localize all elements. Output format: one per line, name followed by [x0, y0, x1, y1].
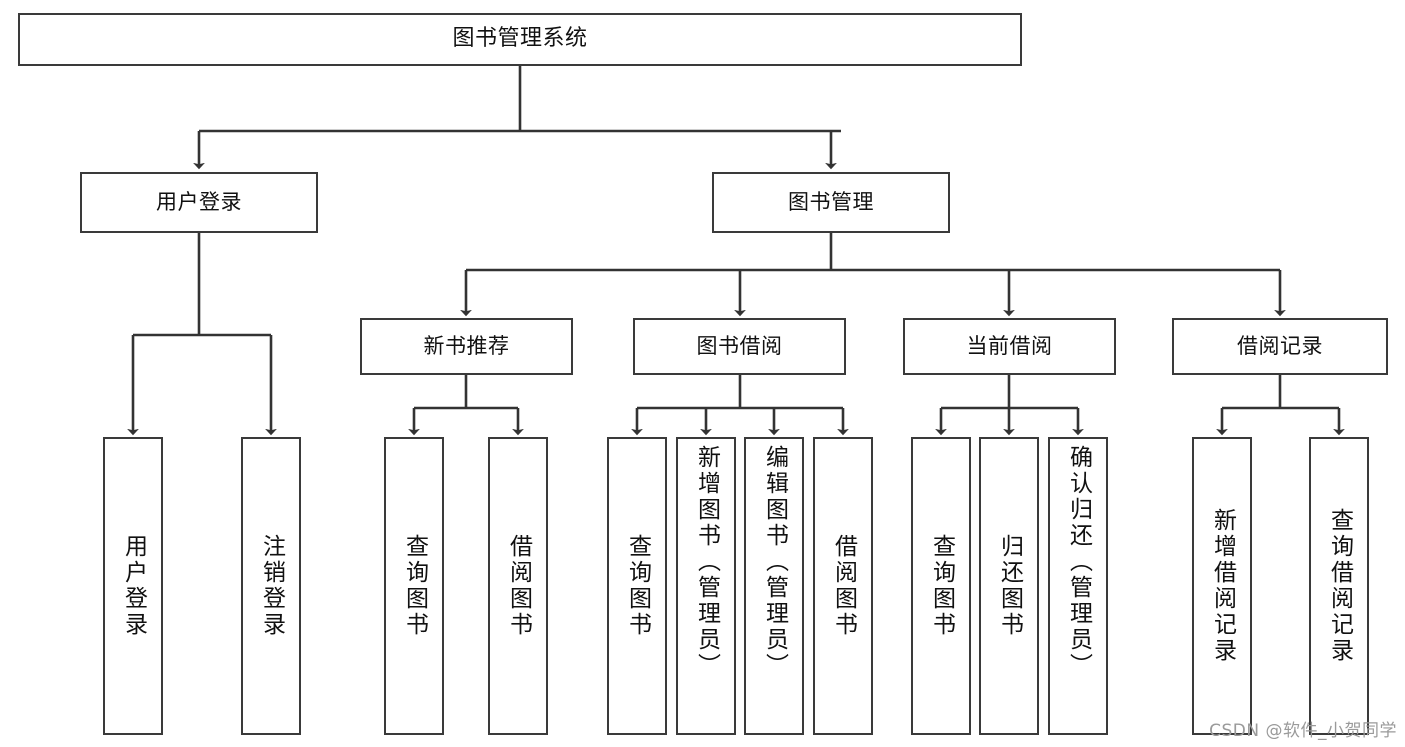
node-book-management[interactable]: 图书管理	[712, 172, 950, 233]
node-label: 图书借阅	[696, 333, 783, 358]
node-label: 注销登录	[258, 534, 285, 638]
node-label: 新书推荐	[423, 333, 510, 358]
node-label: 借阅图书	[830, 534, 857, 638]
node-label: 归还图书	[996, 534, 1023, 638]
node-label: 图书管理	[788, 189, 874, 214]
node-leaf-query-book-current[interactable]: 查询图书	[911, 437, 971, 735]
node-leaf-add-borrow-record[interactable]: 新增借阅记录	[1192, 437, 1252, 735]
node-label: 借阅记录	[1237, 333, 1323, 358]
node-leaf-borrow-book-recommend[interactable]: 借阅图书	[488, 437, 548, 735]
node-label: 查询图书	[928, 534, 955, 638]
node-label: 当前借阅	[966, 333, 1053, 358]
node-leaf-user-login[interactable]: 用户登录	[103, 437, 163, 735]
node-label: 新增图书（管理员）	[693, 445, 720, 679]
node-leaf-query-book-borrow[interactable]: 查询图书	[607, 437, 667, 735]
node-leaf-logout-login[interactable]: 注销登录	[241, 437, 301, 735]
node-root-book-management-system[interactable]: 图书管理系统	[18, 13, 1022, 66]
csdn-watermark: CSDN @软件_小贺同学	[1209, 721, 1397, 741]
node-label: 查询图书	[401, 534, 428, 638]
node-label: 借阅图书	[505, 534, 532, 638]
node-leaf-edit-book-admin[interactable]: 编辑图书（管理员）	[744, 437, 804, 735]
node-label: 查询借阅记录	[1326, 508, 1353, 664]
node-label: 图书管理系统	[452, 26, 588, 52]
node-label: 确认归还（管理员）	[1065, 445, 1092, 679]
node-leaf-add-book-admin[interactable]: 新增图书（管理员）	[676, 437, 736, 735]
node-current-borrow[interactable]: 当前借阅	[903, 318, 1116, 375]
node-leaf-query-borrow-record[interactable]: 查询借阅记录	[1309, 437, 1369, 735]
node-label: 用户登录	[120, 534, 147, 638]
node-book-borrow[interactable]: 图书借阅	[633, 318, 846, 375]
node-borrow-record[interactable]: 借阅记录	[1172, 318, 1388, 375]
node-leaf-confirm-return-admin[interactable]: 确认归还（管理员）	[1048, 437, 1108, 735]
node-label: 新增借阅记录	[1209, 508, 1236, 664]
node-new-book-recommend[interactable]: 新书推荐	[360, 318, 573, 375]
node-leaf-query-book-recommend[interactable]: 查询图书	[384, 437, 444, 735]
node-user-login[interactable]: 用户登录	[80, 172, 318, 233]
node-label: 查询图书	[624, 534, 651, 638]
node-leaf-borrow-book-borrow[interactable]: 借阅图书	[813, 437, 873, 735]
node-label: 编辑图书（管理员）	[761, 445, 788, 679]
node-label: 用户登录	[156, 189, 242, 214]
node-leaf-return-book[interactable]: 归还图书	[979, 437, 1039, 735]
